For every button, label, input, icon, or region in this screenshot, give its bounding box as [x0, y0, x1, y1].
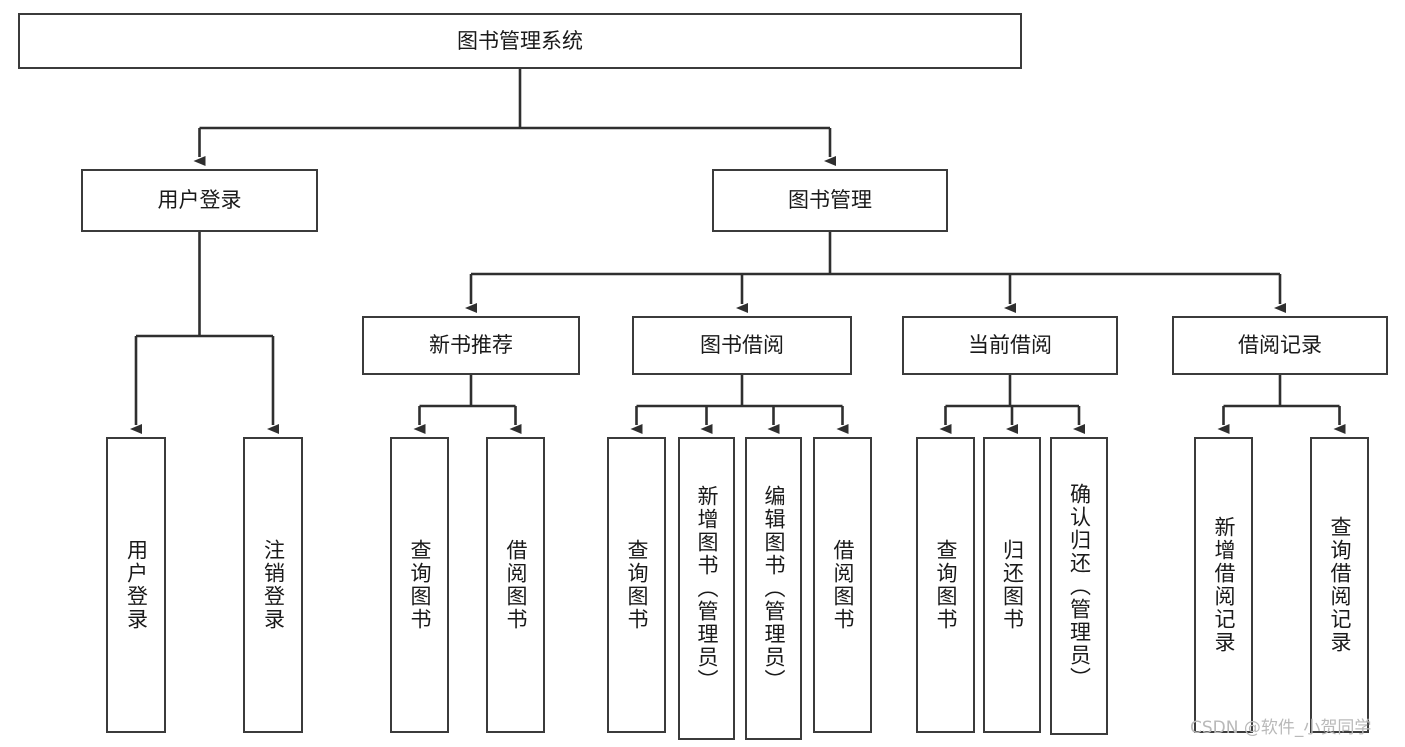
node-borrow-record-label: 借阅记录 — [1238, 333, 1322, 358]
node-leaf-borrow-book-1-label: 借阅图书 — [504, 539, 528, 631]
node-new-book-recommend[interactable]: 新书推荐 — [362, 316, 580, 375]
node-current-borrow-label: 当前借阅 — [968, 333, 1052, 358]
watermark-text: CSDN @软件_小贺同学 — [1190, 718, 1372, 738]
node-leaf-query-book-2[interactable]: 查询图书 — [607, 437, 666, 733]
node-book-manage-label: 图书管理 — [788, 188, 872, 213]
node-leaf-return-book-label: 归还图书 — [1000, 539, 1025, 631]
node-leaf-add-book-admin[interactable]: 新增图书（管理员） — [678, 437, 735, 740]
node-book-borrow[interactable]: 图书借阅 — [632, 316, 852, 375]
node-leaf-add-borrow-record-label: 新增借阅记录 — [1212, 516, 1236, 654]
node-new-book-recommend-label: 新书推荐 — [429, 333, 513, 358]
node-leaf-add-book-admin-label: 新增图书（管理员） — [695, 485, 719, 692]
node-leaf-user-login[interactable]: 用户登录 — [106, 437, 166, 733]
node-root-label: 图书管理系统 — [457, 28, 583, 53]
node-leaf-edit-book-admin-label: 编辑图书（管理员） — [762, 485, 786, 692]
node-user-login-label: 用户登录 — [157, 188, 242, 213]
node-leaf-query-borrow-record[interactable]: 查询借阅记录 — [1310, 437, 1369, 733]
node-leaf-user-login-label: 用户登录 — [124, 539, 149, 631]
node-leaf-borrow-book-1[interactable]: 借阅图书 — [486, 437, 545, 733]
node-book-manage[interactable]: 图书管理 — [712, 169, 948, 232]
node-leaf-query-book-1-label: 查询图书 — [408, 539, 432, 631]
node-user-login[interactable]: 用户登录 — [81, 169, 318, 232]
node-current-borrow[interactable]: 当前借阅 — [902, 316, 1118, 375]
node-leaf-query-book-3-label: 查询图书 — [934, 539, 958, 631]
node-leaf-user-logout-label: 注销登录 — [261, 539, 286, 631]
node-leaf-confirm-return-admin[interactable]: 确认归还（管理员） — [1050, 437, 1108, 735]
node-book-borrow-label: 图书借阅 — [700, 333, 784, 358]
node-leaf-return-book[interactable]: 归还图书 — [983, 437, 1041, 733]
node-leaf-borrow-book-2-label: 借阅图书 — [831, 539, 855, 631]
node-leaf-query-book-1[interactable]: 查询图书 — [390, 437, 449, 733]
node-leaf-user-logout[interactable]: 注销登录 — [243, 437, 303, 733]
node-leaf-edit-book-admin[interactable]: 编辑图书（管理员） — [745, 437, 802, 740]
node-leaf-add-borrow-record[interactable]: 新增借阅记录 — [1194, 437, 1253, 733]
node-leaf-query-borrow-record-label: 查询借阅记录 — [1328, 516, 1352, 654]
node-leaf-query-book-3[interactable]: 查询图书 — [916, 437, 975, 733]
node-borrow-record[interactable]: 借阅记录 — [1172, 316, 1388, 375]
node-leaf-borrow-book-2[interactable]: 借阅图书 — [813, 437, 872, 733]
node-leaf-query-book-2-label: 查询图书 — [625, 539, 649, 631]
node-leaf-confirm-return-admin-label: 确认归还（管理员） — [1067, 482, 1092, 690]
node-root[interactable]: 图书管理系统 — [18, 13, 1022, 69]
